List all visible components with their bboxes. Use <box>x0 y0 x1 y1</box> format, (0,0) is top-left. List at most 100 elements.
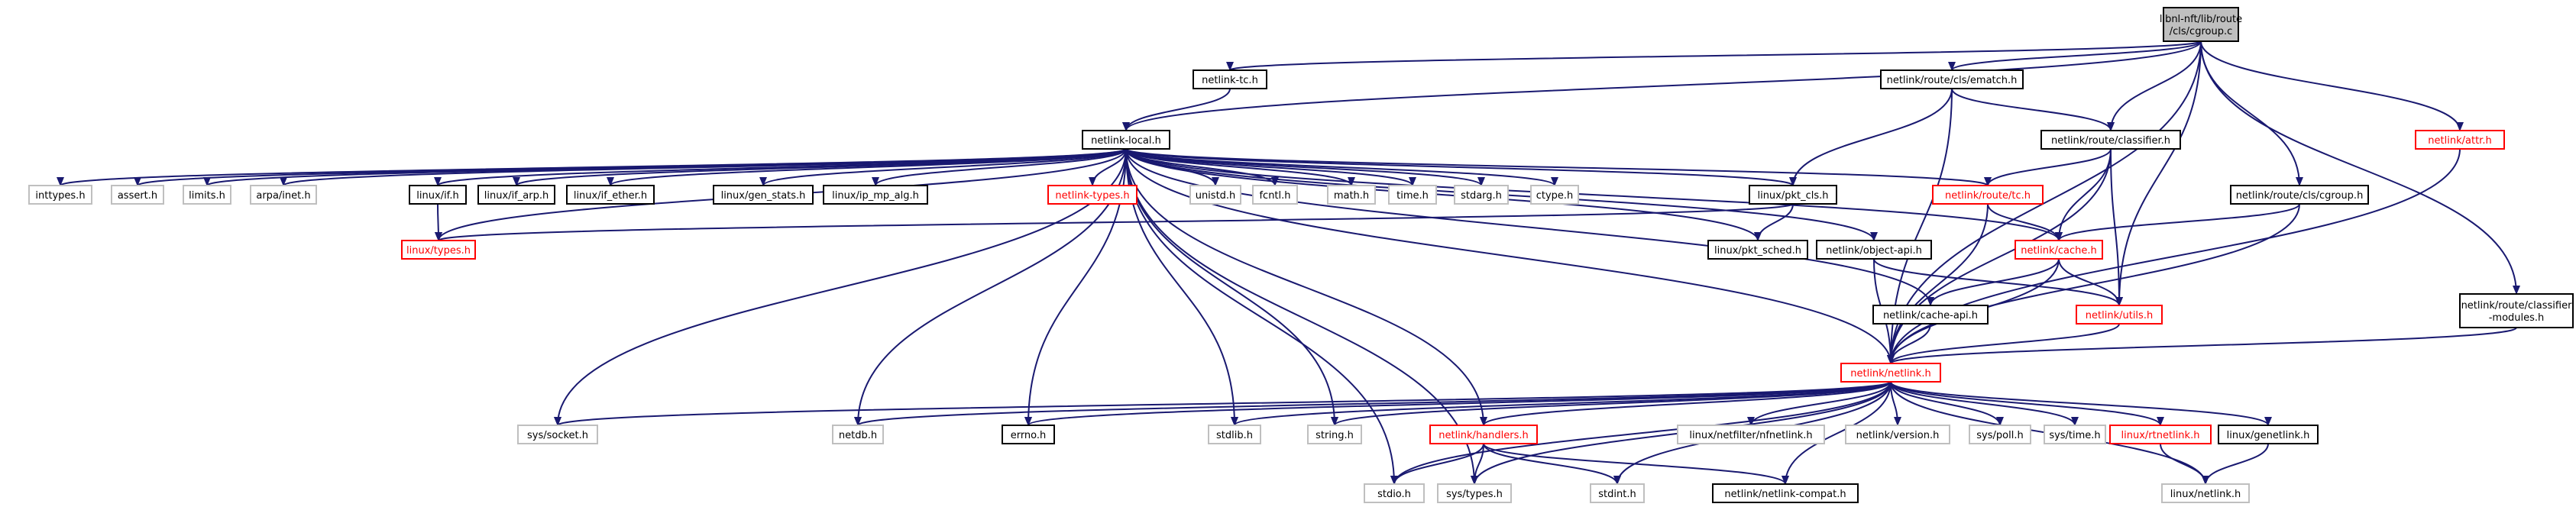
node-box <box>250 185 317 205</box>
node-label: /cls/cgroup.c <box>2170 26 2232 37</box>
node-linux-pkt-cls[interactable]: linux/pkt_cls.h <box>1749 185 1837 205</box>
node-unistd: unistd.h <box>1189 185 1241 205</box>
node-linux-types[interactable]: linux/types.h <box>401 240 476 260</box>
node-label: sys/time.h <box>2049 430 2100 441</box>
node-cache[interactable]: netlink/cache.h <box>2015 240 2103 260</box>
node-route-tc[interactable]: netlink/route/tc.h <box>1932 185 2044 205</box>
node-label: linux/if_arp.h <box>484 190 549 202</box>
node-string: string.h <box>1307 425 1362 444</box>
node-box <box>28 185 92 205</box>
node-label: linux/netfilter/nfnetlink.h <box>1689 430 1812 441</box>
node-label: netlink/route/cls/ematch.h <box>1887 75 2018 86</box>
node-label: ctype.h <box>1536 190 1574 202</box>
node-label: linux/pkt_sched.h <box>1714 245 1801 257</box>
node-ematch[interactable]: netlink/route/cls/ematch.h <box>1880 69 2024 89</box>
edge-netlink_local-to-linux_gen_stats <box>759 148 1127 186</box>
node-netlink-h[interactable]: netlink/netlink.h <box>1840 363 1941 383</box>
edge-netlink_local-to-cache <box>1125 148 2063 241</box>
node-classifier[interactable]: netlink/route/classifier.h <box>2040 130 2181 150</box>
edge-netlink_local-to-netlink_h <box>1125 148 1895 364</box>
node-object-api[interactable]: netlink/object-api.h <box>1816 240 1932 260</box>
node-netlink-types[interactable]: netlink-types.h <box>1047 185 1138 205</box>
node-box <box>2109 425 2212 444</box>
node-label: linux/if_ether.h <box>574 190 647 202</box>
node-linux-if[interactable]: linux/if.h <box>409 185 467 205</box>
edge-cache-to-utils <box>2058 258 2123 306</box>
node-label: netlink/route/classifier.h <box>2051 135 2170 147</box>
node-label: limits.h <box>189 190 225 202</box>
node-box <box>1208 425 1261 444</box>
node-linux-ip-mp-alg[interactable]: linux/ip_mp_alg.h <box>823 185 928 205</box>
edge-netlink_local-to-stdio <box>1125 148 1398 485</box>
edge-cls_cgroup-to-cache <box>2055 203 2300 241</box>
node-label: netlink-local.h <box>1091 135 1161 147</box>
node-label: netlink/route/cls/cgroup.h <box>2236 190 2364 202</box>
node-netlink-compat[interactable]: netlink/netlink-compat.h <box>1712 483 1859 503</box>
edge-handlers-to-stdint <box>1483 443 1621 485</box>
edge-netlink_local-to-route_tc <box>1125 148 1992 186</box>
node-classifier-modules[interactable]: netlink/route/classifier-modules.h <box>2459 293 2574 328</box>
node-box <box>1189 185 1241 205</box>
node-nfnetlink: linux/netfilter/nfnetlink.h <box>1677 425 1825 444</box>
node-netlink-tc[interactable]: netlink-tc.h <box>1193 69 1267 89</box>
node-cls-cgroup[interactable]: netlink/route/cls/cgroup.h <box>2230 185 2369 205</box>
node-root[interactable]: libnl-nft/lib/route/cls/cgroup.c <box>2160 7 2242 42</box>
node-label: netlink/utils.h <box>2086 310 2153 321</box>
edge-netlink_local-to-linux_if_ether <box>607 148 1127 186</box>
node-linux-gen-stats[interactable]: linux/gen_stats.h <box>713 185 814 205</box>
node-netlink-local[interactable]: netlink-local.h <box>1082 130 1170 150</box>
node-stdint: stdint.h <box>1590 483 1645 503</box>
node-assert: assert.h <box>111 185 164 205</box>
edge-netlink_h-to-errno <box>1024 381 1892 426</box>
node-label: stdio.h <box>1377 489 1411 500</box>
node-box <box>1816 240 1932 260</box>
nodes-layer: libnl-nft/lib/route/cls/cgroup.c netlink-… <box>28 7 2574 503</box>
edge-utils-to-netlink_h <box>1887 323 2120 364</box>
node-box <box>1429 425 1538 444</box>
node-sys-time: sys/time.h <box>2044 425 2106 444</box>
edge-root-to-netlink_h <box>1887 40 2202 364</box>
node-box <box>2044 425 2106 444</box>
node-attr[interactable]: netlink/attr.h <box>2415 130 2505 150</box>
node-label: netlink/cache.h <box>2021 245 2097 257</box>
node-linux-if-ether[interactable]: linux/if_ether.h <box>566 185 655 205</box>
node-label: inttypes.h <box>35 190 85 202</box>
node-box <box>2230 185 2369 205</box>
edge-netlink_h-to-netdb <box>854 381 1892 426</box>
node-box <box>1252 185 1298 205</box>
node-box <box>713 185 814 205</box>
node-box <box>566 185 655 205</box>
edge-attr-to-netlink_h <box>1887 148 2461 364</box>
node-label: libnl-nft/lib/route <box>2160 14 2242 25</box>
edge-root-to-ematch <box>1948 40 2202 71</box>
node-cache-api[interactable]: netlink/cache-api.h <box>1872 305 1989 325</box>
edge-handlers-to-sys_types <box>1471 443 1484 485</box>
node-linux-pkt-sched[interactable]: linux/pkt_sched.h <box>1707 240 1808 260</box>
node-label: netlink/attr.h <box>2428 135 2491 147</box>
node-errno[interactable]: errno.h <box>1002 425 1055 444</box>
node-limits: limits.h <box>183 185 231 205</box>
node-label: time.h <box>1396 190 1429 202</box>
node-label: linux/types.h <box>406 245 471 257</box>
node-box <box>1327 185 1376 205</box>
node-handlers[interactable]: netlink/handlers.h <box>1429 425 1538 444</box>
node-label: netlink/route/tc.h <box>1945 190 2031 202</box>
node-linux-if-arp[interactable]: linux/if_arp.h <box>477 185 555 205</box>
edge-root-to-classifier_modules <box>2200 40 2520 295</box>
node-utils[interactable]: netlink/utils.h <box>2076 305 2163 325</box>
node-box <box>401 240 476 260</box>
node-sys-types: sys/types.h <box>1437 483 1512 503</box>
node-box <box>1530 185 1579 205</box>
node-label: netlink/cache-api.h <box>1883 310 1978 321</box>
node-box <box>1082 130 1170 150</box>
node-label: stdint.h <box>1598 489 1636 500</box>
node-box <box>1880 69 2024 89</box>
edge-netlink_local-to-linux_ip_mp_alg <box>872 148 1127 186</box>
node-genetlink[interactable]: linux/genetlink.h <box>2218 425 2319 444</box>
node-box <box>517 425 598 444</box>
node-label: netlink/netlink-compat.h <box>1724 489 1846 500</box>
node-label: netlink/route/classifier <box>2461 300 2573 312</box>
edge-netlink_local-to-linux_pkt_cls <box>1125 148 1797 186</box>
node-rtnetlink[interactable]: linux/rtnetlink.h <box>2109 425 2212 444</box>
node-box <box>2415 130 2505 150</box>
